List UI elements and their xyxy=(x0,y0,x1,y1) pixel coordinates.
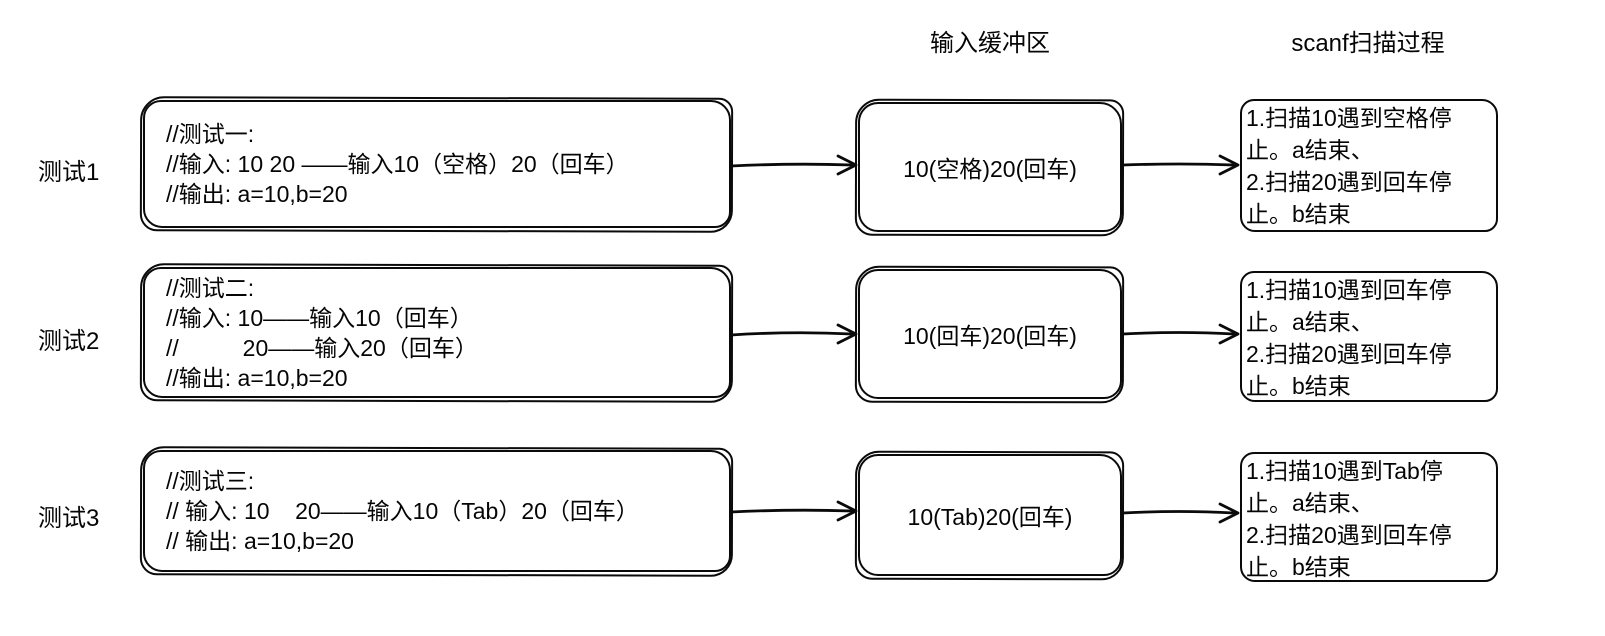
arrow-buffer-to-scanf-icon xyxy=(1121,154,1240,176)
buffer-box-test2: 10(回车)20(回车) xyxy=(858,269,1122,399)
code-line: //测试一: xyxy=(166,121,255,147)
code-line: //输入: 10——输入10（回车） xyxy=(166,304,473,331)
buffer-box-test3: 10(Tab)20(回车) xyxy=(858,454,1122,576)
row-label-test1: 测试1 xyxy=(38,159,100,186)
buffer-content: 10(Tab)20(回车) xyxy=(907,504,1073,530)
scanf-box-test1: 1.扫描10遇到空格停 止。a结束、 2.扫描20遇到回车停 止。b结束 xyxy=(1240,99,1498,232)
row-label-test3: 测试3 xyxy=(38,505,100,532)
arrow-buffer-to-scanf-icon xyxy=(1121,502,1240,524)
buffer-content: 10(空格)20(回车) xyxy=(903,156,1077,182)
row-label-test2: 测试2 xyxy=(38,328,100,355)
code-line: //输入: 10 20 ——输入10（空格）20（回车） xyxy=(166,151,629,177)
scanf-steps: 1.扫描10遇到空格停 止。a结束、 2.扫描20遇到回车停 止。b结束 xyxy=(1246,105,1452,227)
scanf-box-test2: 1.扫描10遇到回车停 止。a结束、 2.扫描20遇到回车停 止。b结束 xyxy=(1240,271,1498,402)
code-line: // 20——输入20（回车） xyxy=(166,334,478,361)
code-line: //输出: a=10,b=20 xyxy=(166,364,348,391)
code-box-test2: //测试二: //输入: 10——输入10（回车） // 20——输入20（回车… xyxy=(143,267,731,398)
column-header-input-buffer: 输入缓冲区 xyxy=(930,30,1050,57)
scanf-steps: 1.扫描10遇到Tab停 止。a结束、 2.扫描20遇到回车停 止。b结束 xyxy=(1246,458,1452,580)
code-line: // 输入: 10 20——输入10（Tab）20（回车） xyxy=(166,498,639,524)
column-header-scanf-process: scanf扫描过程 xyxy=(1291,30,1445,57)
arrow-code-to-buffer-icon xyxy=(729,323,858,345)
code-box-test1: //测试一: //输入: 10 20 ——输入10（空格）20（回车） //输出… xyxy=(143,100,731,228)
scanf-box-test3: 1.扫描10遇到Tab停 止。a结束、 2.扫描20遇到回车停 止。b结束 xyxy=(1240,452,1498,582)
buffer-content: 10(回车)20(回车) xyxy=(903,323,1077,349)
code-line: //测试三: xyxy=(166,468,255,494)
arrow-code-to-buffer-icon xyxy=(729,500,858,522)
code-box-test3: //测试三: // 输入: 10 20——输入10（Tab）20（回车） // … xyxy=(143,450,731,572)
code-line: //输出: a=10,b=20 xyxy=(166,181,348,207)
arrow-code-to-buffer-icon xyxy=(729,154,858,176)
buffer-box-test1: 10(空格)20(回车) xyxy=(858,102,1122,232)
code-line: //测试二: xyxy=(166,274,255,301)
arrow-buffer-to-scanf-icon xyxy=(1121,323,1240,345)
code-line: // 输出: a=10,b=20 xyxy=(166,528,354,554)
scanf-steps: 1.扫描10遇到回车停 止。a结束、 2.扫描20遇到回车停 止。b结束 xyxy=(1246,277,1452,399)
